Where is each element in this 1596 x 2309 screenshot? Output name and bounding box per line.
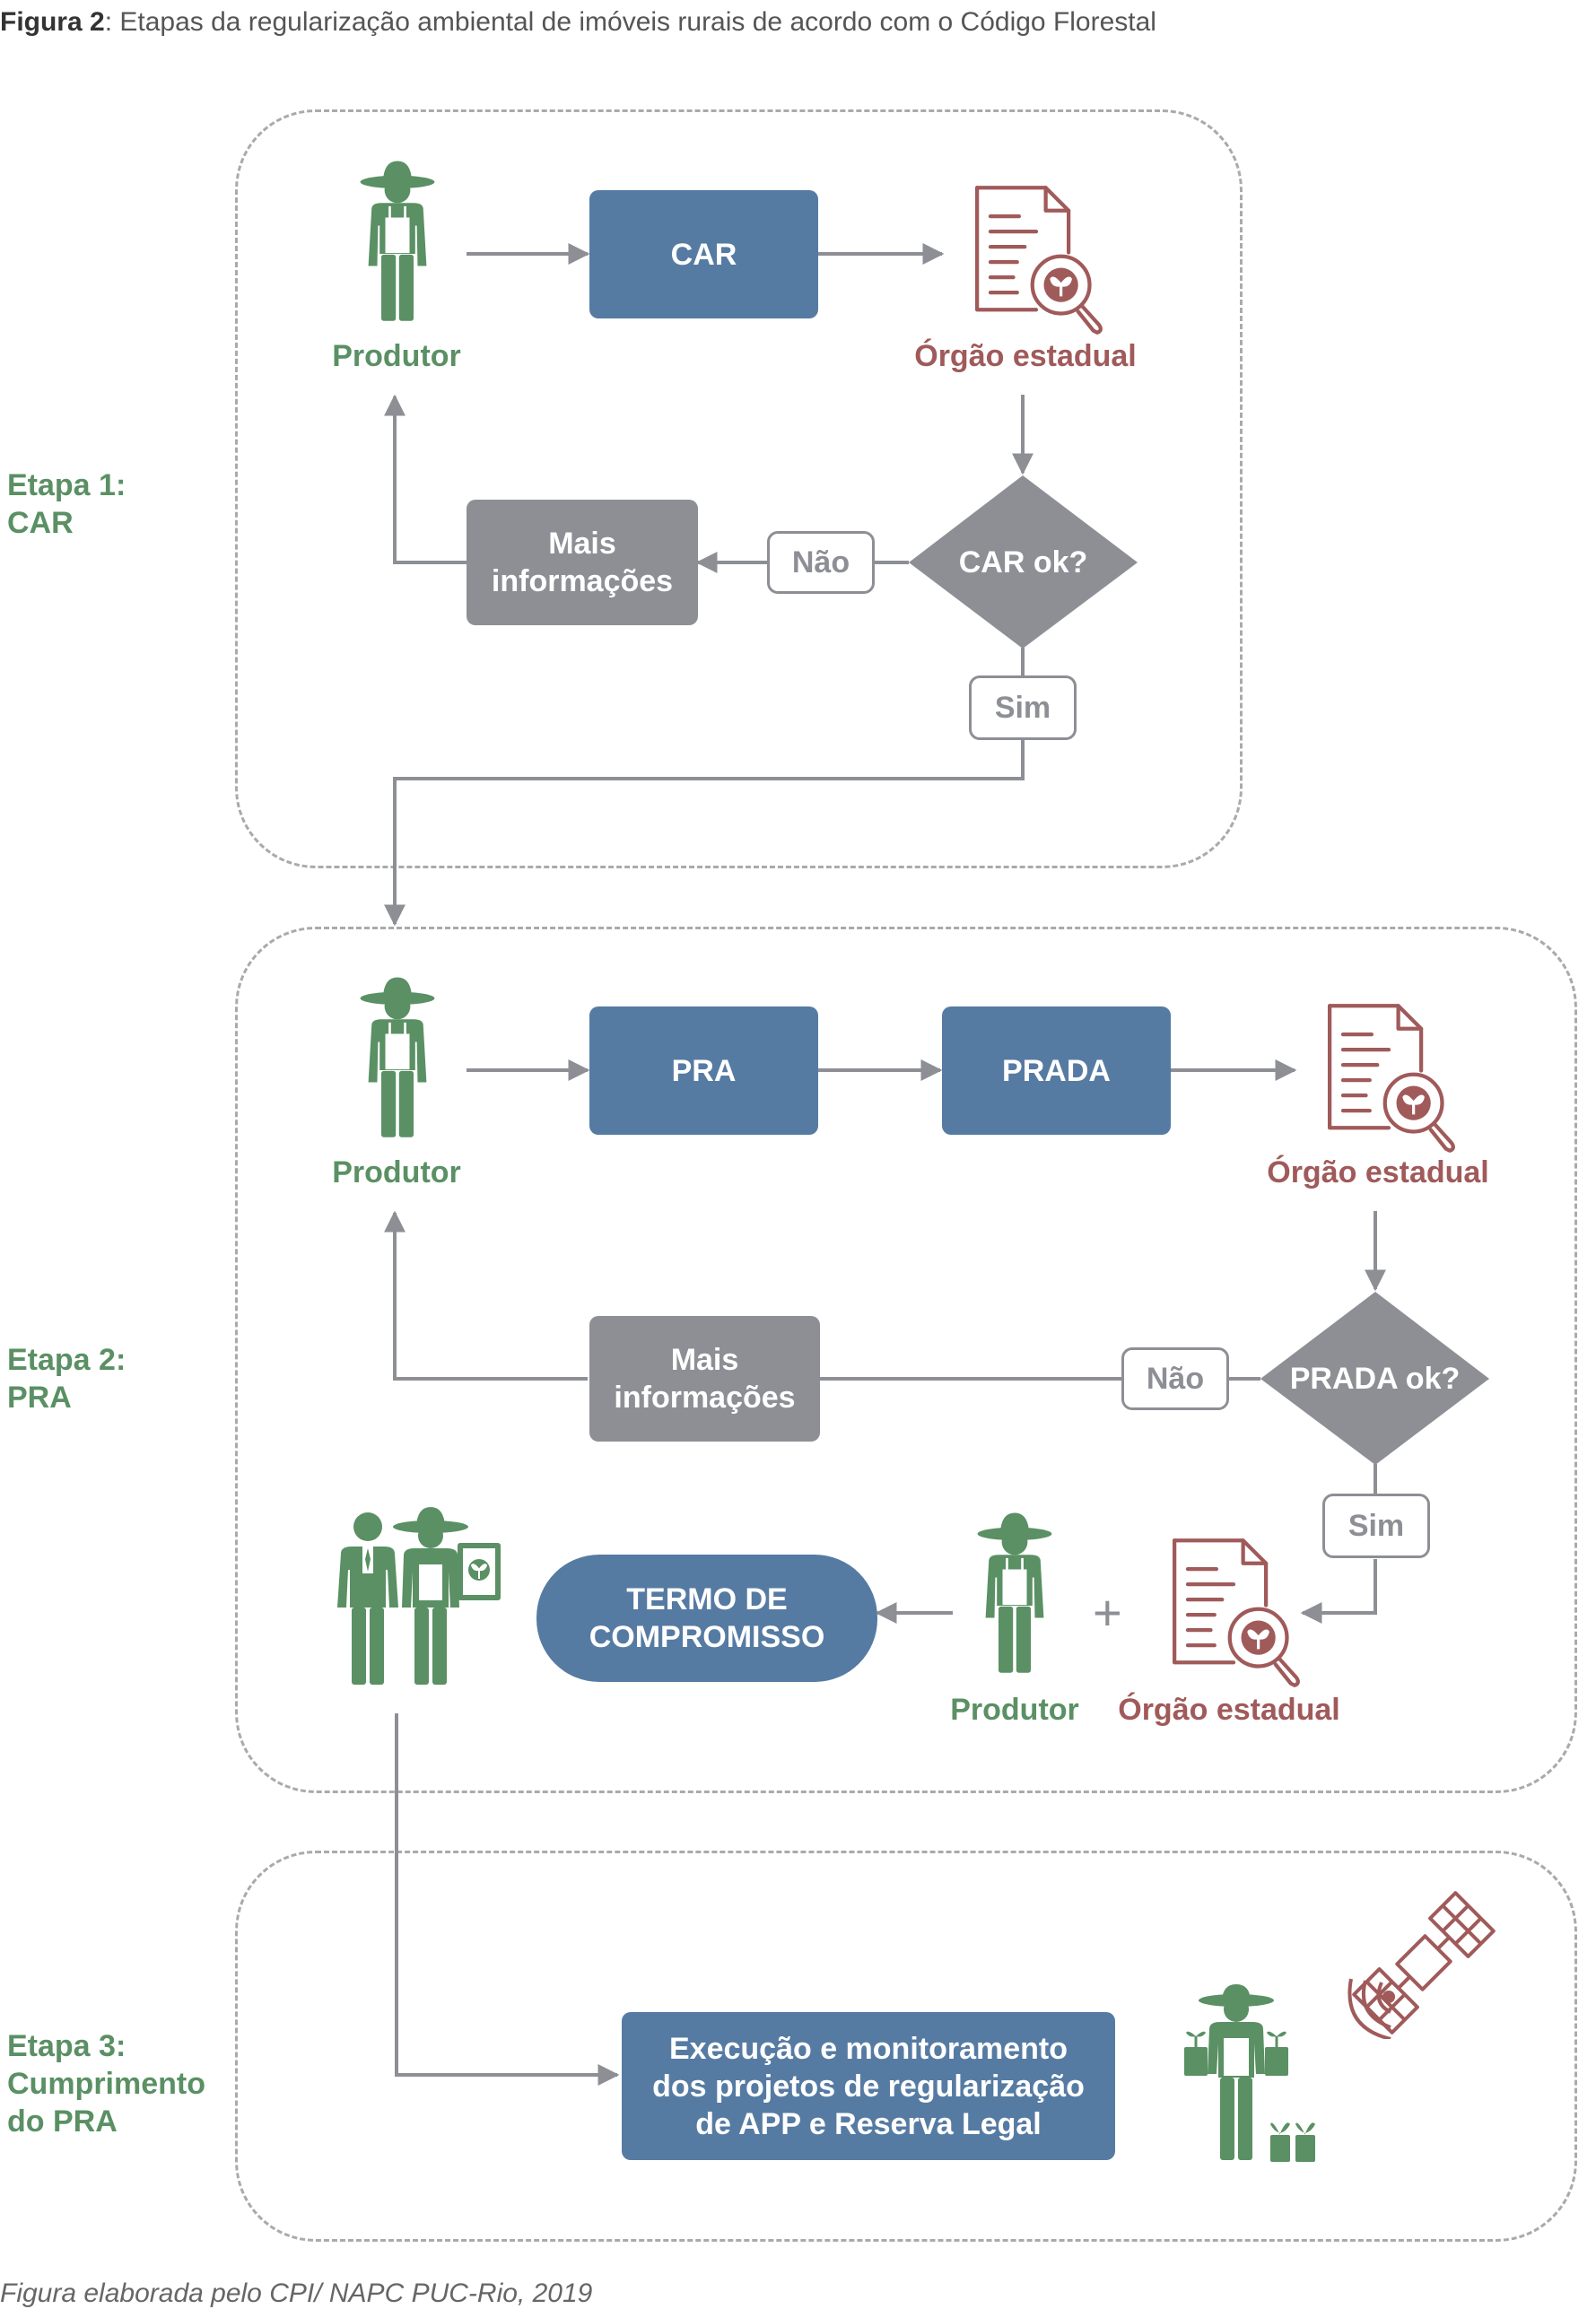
- figure-source: Figura elaborada pelo CPI/ NAPC PUC-Rio,…: [0, 2279, 593, 2308]
- document-search-icon: [1166, 1537, 1301, 1689]
- stage1-label-line2: CAR: [7, 506, 74, 540]
- stage3-label-line3: do PRA: [7, 2104, 118, 2139]
- figure-caption-text: : Etapas da regularização ambiental de i…: [104, 7, 1156, 37]
- stage2-producer2-label: Produtor: [950, 1693, 1079, 1727]
- prada-ok-label: PRADA ok?: [1289, 1361, 1461, 1396]
- stage3-label-line1: Etapa 3:: [7, 2029, 126, 2063]
- document-search-icon: [969, 184, 1103, 336]
- stage2-agency-label: Órgão estadual: [1267, 1155, 1489, 1189]
- car-ok-label: CAR ok?: [958, 545, 1088, 579]
- stage2-label-line2: PRA: [7, 1381, 72, 1415]
- arrow-more-info-to-producer2: [384, 1210, 588, 1381]
- stage1-label-line1: Etapa 1:: [7, 468, 126, 502]
- car-box: CAR: [589, 190, 818, 318]
- term-of-commitment-pill: TERMO DE COMPROMISSO: [536, 1555, 877, 1682]
- document-search-icon: [1321, 1002, 1456, 1154]
- stage3-box-line3: de APP e Reserva Legal: [695, 2106, 1042, 2141]
- figure-caption-label: Figura 2: [0, 7, 105, 37]
- stage3-frame: [235, 1851, 1577, 2242]
- stage1-producer-label: Produtor: [332, 339, 461, 373]
- arrow-more-info-to-producer: [384, 394, 467, 564]
- farmer-icon: [974, 1507, 1055, 1680]
- farmer-icon: [357, 972, 438, 1145]
- stage1-frame: [235, 109, 1243, 868]
- stage2-frame: [235, 927, 1577, 1793]
- execution-monitoring-box: Execução e monitoramento dos projetos de…: [622, 2012, 1115, 2160]
- stage2-agency2-label: Órgão estadual: [1118, 1693, 1340, 1727]
- stage2-nao-tag: Não: [1121, 1347, 1229, 1410]
- arrow-handshake-to-stage3: [395, 1713, 620, 2086]
- stage1-more-info-line1: Mais: [548, 527, 616, 561]
- figure-caption: Figura 2: Etapas da regularização ambien…: [0, 7, 1156, 38]
- prada-ok-diamond: [1260, 1292, 1489, 1465]
- stage2-producer-label: Produtor: [332, 1155, 461, 1189]
- farmer-icon: [357, 155, 438, 328]
- stage2-more-info-line2: informações: [614, 1381, 796, 1415]
- stage3-box-line1: Execução e monitoramento: [668, 2031, 1068, 2066]
- stage1-agency-label: Órgão estadual: [914, 339, 1137, 373]
- satellite-icon: [1347, 1891, 1496, 2039]
- pra-box: PRA: [589, 1006, 818, 1135]
- arrow-sim-to-agency2: [1300, 1559, 1377, 1624]
- stage2-sim-tag: Sim: [1322, 1494, 1430, 1558]
- arrow-sim-to-stage2: [384, 737, 1025, 927]
- car-ok-diamond: [909, 475, 1138, 649]
- prada-box: PRADA: [942, 1006, 1171, 1135]
- stage1-sim-tag: Sim: [969, 675, 1077, 740]
- stage3-label-line2: Cumprimento: [7, 2067, 205, 2101]
- stage2-label-line1: Etapa 2:: [7, 1343, 126, 1377]
- stage1-label: Etapa 1: CAR: [7, 466, 126, 542]
- term-line1: TERMO DE: [626, 1582, 788, 1616]
- stage2-label: Etapa 2: PRA: [7, 1341, 126, 1416]
- stage3-label: Etapa 3: Cumprimento do PRA: [7, 2027, 205, 2140]
- stage1-more-info-line2: informações: [491, 564, 674, 598]
- term-line2: COMPROMISSO: [589, 1620, 825, 1654]
- stage2-more-info-line1: Mais: [670, 1343, 739, 1377]
- stage3-box-line2: dos projetos de regularização: [652, 2069, 1085, 2104]
- handshake-farmer-icon: [337, 1507, 501, 1685]
- stage1-nao-tag: Não: [767, 531, 875, 594]
- plus-sign: +: [1093, 1584, 1122, 1641]
- stage2-more-info-box: Mais informações: [589, 1316, 820, 1442]
- stage1-more-info-box: Mais informações: [467, 500, 698, 625]
- farmer-plants-icon: [1184, 1984, 1315, 2162]
